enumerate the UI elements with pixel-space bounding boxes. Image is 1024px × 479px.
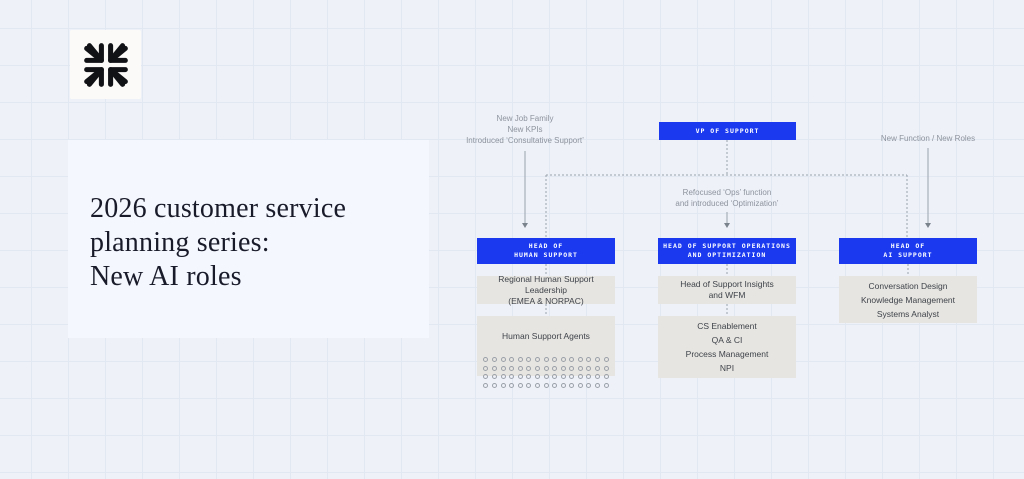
- title-panel: 2026 customer service planning series: N…: [68, 140, 429, 338]
- agent-dot: [560, 382, 566, 388]
- agent-dot: [483, 365, 489, 371]
- agent-dot: [526, 357, 532, 362]
- agent-dot: [509, 365, 515, 371]
- agent-dot: [543, 357, 549, 362]
- agent-dot: [491, 382, 497, 388]
- agent-dot: [534, 382, 540, 388]
- human-support-agents-box: Human Support Agents: [477, 316, 615, 388]
- logo-card: [70, 30, 141, 99]
- agent-dot: [517, 374, 523, 380]
- agent-dot: [483, 374, 489, 380]
- regional-leadership-box: Regional Human Support Leadership (EMEA …: [477, 274, 615, 306]
- agent-dot: [552, 382, 558, 388]
- support-insights-box: Head of Support Insights and WFM: [658, 276, 796, 304]
- agent-dot: [595, 374, 601, 380]
- agent-dot: [500, 365, 506, 371]
- head-of-ai-support-box: HEAD OF AI SUPPORT: [839, 238, 977, 264]
- agent-dot: [517, 382, 523, 388]
- agent-dot: [586, 357, 592, 362]
- agent-dot: [603, 357, 609, 362]
- agent-dot: [560, 365, 566, 371]
- agent-dot: [509, 374, 515, 380]
- agent-dot: [577, 365, 583, 371]
- agent-dot: [595, 365, 601, 371]
- agent-dot: [517, 357, 523, 362]
- agent-dot: [491, 365, 497, 371]
- agent-dot: [526, 374, 532, 380]
- agent-dot: [603, 365, 609, 371]
- agent-dot: [509, 382, 515, 388]
- agent-dot: [577, 374, 583, 380]
- annotation-new-function: New Function / New Roles: [880, 134, 976, 143]
- agent-dot: [603, 382, 609, 388]
- agent-dot: [500, 374, 506, 380]
- page-title: 2026 customer service planning series: N…: [90, 193, 347, 292]
- agent-dot: [586, 365, 592, 371]
- annotation-refocused-ops: Refocused ‘Ops’ function and introduced …: [675, 188, 779, 208]
- agent-dot: [500, 357, 506, 362]
- agent-dot: [509, 357, 515, 362]
- agent-dot: [595, 382, 601, 388]
- head-of-human-support-box: HEAD OF HUMAN SUPPORT: [477, 238, 615, 264]
- inward-arrows-logo-icon: [83, 42, 128, 87]
- agent-dot: [500, 382, 506, 388]
- agent-dot: [569, 357, 575, 362]
- annotation-new-job-family: New Job Family New KPIs Introduced ‘Cons…: [466, 114, 584, 145]
- agent-dot: [534, 357, 540, 362]
- agent-dot: [491, 357, 497, 362]
- agent-dot: [560, 357, 566, 362]
- agents-row: [477, 365, 615, 371]
- agent-dot: [543, 374, 549, 380]
- agent-dot: [603, 374, 609, 380]
- agent-dot: [491, 374, 497, 380]
- agent-dot: [543, 382, 549, 388]
- ai-roles-box: Conversation Design Knowledge Management…: [839, 276, 977, 323]
- agent-dot: [552, 365, 558, 371]
- agent-dot: [552, 374, 558, 380]
- agent-dot: [586, 382, 592, 388]
- agent-dot: [569, 374, 575, 380]
- agents-row: [477, 374, 615, 380]
- agent-dot: [560, 374, 566, 380]
- agent-dot: [569, 382, 575, 388]
- agent-dot: [517, 365, 523, 371]
- agent-dot: [543, 365, 549, 371]
- agent-dot: [534, 365, 540, 371]
- agent-dot: [595, 357, 601, 362]
- agent-dot: [483, 382, 489, 388]
- agent-dot: [577, 382, 583, 388]
- ops-functions-box: CS Enablement QA & CI Process Management…: [658, 316, 796, 378]
- agent-dot: [577, 357, 583, 362]
- agents-row: [477, 357, 615, 362]
- agent-dot: [552, 357, 558, 362]
- agent-dot: [586, 374, 592, 380]
- agent-dot: [534, 374, 540, 380]
- agent-dot: [526, 382, 532, 388]
- head-of-support-operations-box: HEAD OF SUPPORT OPERATIONS AND OPTIMIZAT…: [658, 238, 796, 264]
- agents-grid: [477, 357, 615, 388]
- agent-dot: [483, 357, 489, 362]
- agents-row: [477, 382, 615, 388]
- agent-dot: [569, 365, 575, 371]
- agent-dot: [526, 365, 532, 371]
- agents-box-title: Human Support Agents: [502, 331, 590, 341]
- vp-of-support-box: VP OF SUPPORT: [659, 122, 796, 140]
